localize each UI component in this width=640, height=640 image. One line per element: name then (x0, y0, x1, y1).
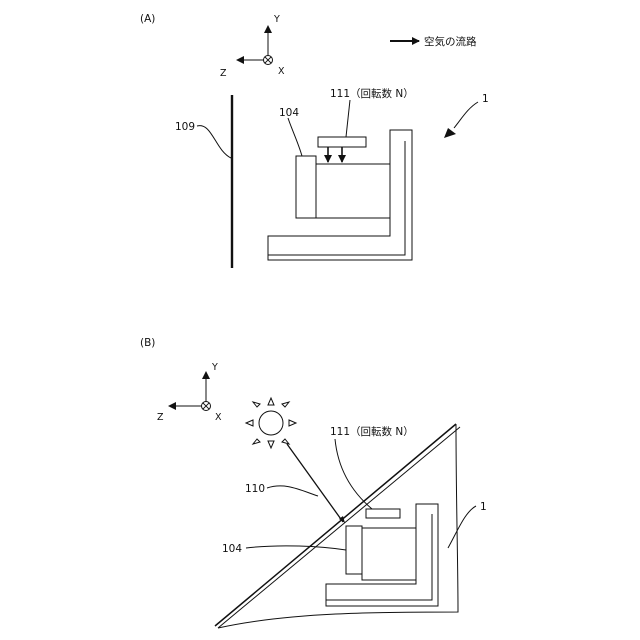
sunlight-ray (287, 444, 343, 522)
ref-111: 111（回転数 N） (330, 87, 414, 100)
part-104 (296, 156, 316, 218)
panel-a-axes: Y Z X (220, 14, 285, 79)
panel-b: (B) Y Z X (140, 337, 487, 628)
fan-111 (318, 137, 366, 147)
circled-x-icon (264, 56, 273, 65)
leader-109 (197, 126, 231, 158)
leader-1 (454, 102, 478, 128)
panel-a-label: (A) (140, 13, 155, 25)
circled-x-icon (202, 402, 211, 411)
ref-1: 1 (482, 93, 489, 105)
part-104 (346, 526, 362, 574)
x-axis-label: X (278, 66, 285, 77)
z-axis-label: Z (157, 412, 164, 423)
leader-104 (246, 546, 346, 550)
panel-a: (A) Y Z X 空気の流路 109 (140, 13, 489, 268)
ref-109: 109 (175, 121, 195, 133)
motor-body (362, 528, 416, 580)
y-axis-label: Y (273, 14, 280, 25)
z-axis-label: Z (220, 68, 227, 79)
leader-1-arrowhead (444, 128, 456, 138)
fan-111 (366, 509, 400, 518)
sun-icon (246, 398, 296, 448)
leader-1 (448, 506, 476, 548)
panel-b-axes: Y Z X (157, 362, 222, 423)
airflow-legend: 空気の流路 (390, 35, 477, 48)
leader-110 (267, 486, 318, 496)
ref-104: 104 (222, 543, 242, 555)
leader-104 (288, 118, 302, 156)
panel-b-label: (B) (140, 337, 155, 349)
ref-110: 110 (245, 483, 265, 495)
x-axis-label: X (215, 412, 222, 423)
motor-body (316, 164, 390, 218)
ref-104: 104 (279, 107, 299, 119)
ref-1: 1 (480, 501, 487, 513)
airflow-legend-text: 空気の流路 (424, 35, 477, 48)
leader-111 (346, 100, 350, 137)
y-axis-label: Y (211, 362, 218, 373)
ref-111: 111（回転数 N） (330, 425, 414, 438)
